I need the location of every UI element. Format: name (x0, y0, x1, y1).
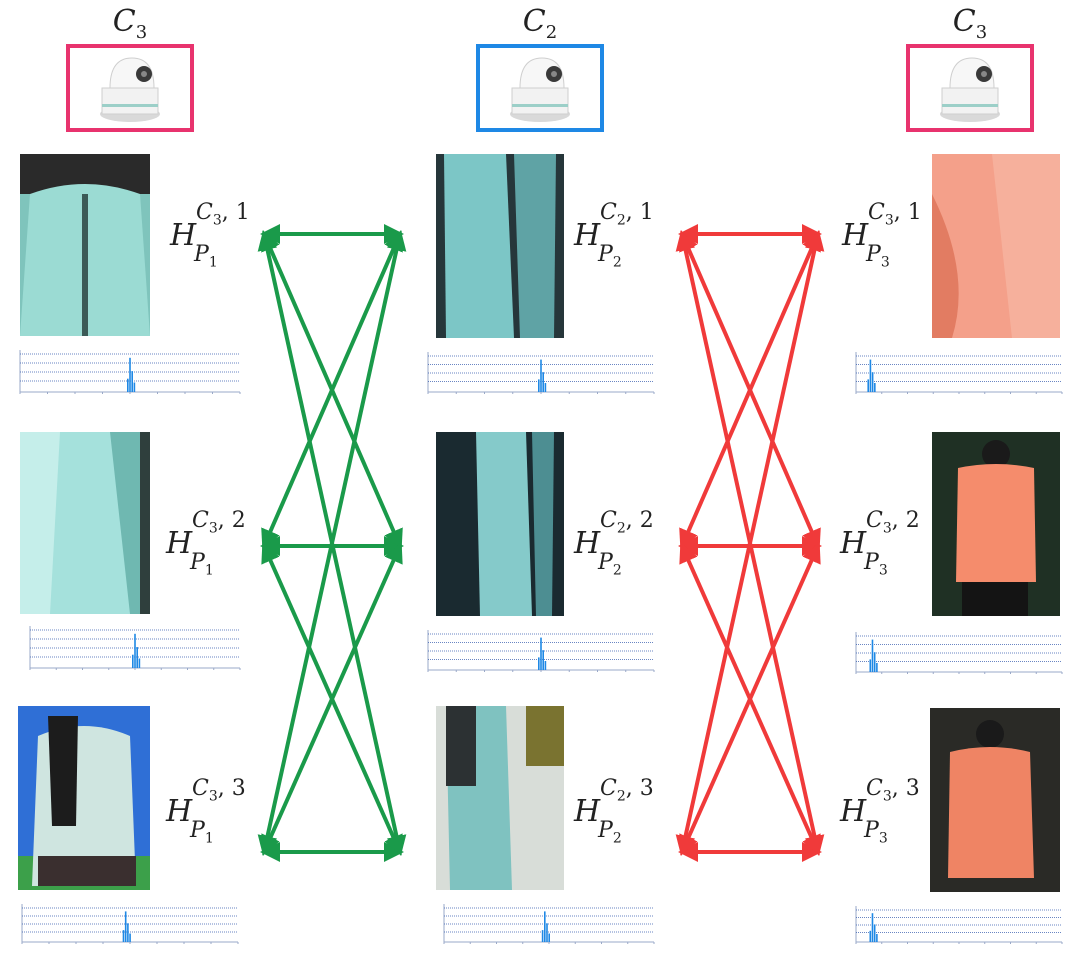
histogram-bar (542, 372, 544, 392)
histogram-bar (869, 931, 871, 942)
photo-p1-1 (20, 154, 150, 336)
histogram-p1-3 (8, 898, 242, 954)
arrows-left-network (252, 212, 416, 872)
camera-icon (480, 48, 600, 128)
label-h-c2-3-p2: H C2, 3 P2 (574, 776, 684, 856)
histogram-bar (870, 360, 872, 392)
histogram-p3-3 (842, 900, 1066, 954)
camera-box-right (906, 44, 1034, 132)
histogram-bar (546, 923, 548, 942)
histogram-bar (127, 379, 129, 392)
label-h-c3-2-p3: H C3, 2 P3 (840, 508, 950, 588)
label-h-c2-1-p2: H C2, 1 P2 (574, 200, 684, 280)
histogram-bar (542, 930, 544, 942)
histogram-p1-1 (6, 344, 244, 404)
histogram-bar (123, 930, 125, 942)
histogram-bar (545, 383, 547, 392)
label-h-c3-2-p1: H C3, 2 P1 (166, 508, 276, 588)
camera-label-left: C3 (60, 4, 200, 43)
histogram-bar (538, 379, 540, 392)
label-h-c3-1-p3: H C3, 1 P3 (842, 200, 952, 280)
histogram-p2-3 (430, 898, 658, 954)
histogram-bar (129, 358, 131, 392)
camera-label-right: C3 (900, 4, 1040, 43)
histogram-axis (856, 906, 1062, 942)
photo-p2-2 (436, 432, 564, 616)
histogram-bar (134, 383, 136, 393)
histogram-axis (856, 632, 1062, 672)
photo-p2-1 (436, 154, 564, 338)
histogram-bar (132, 655, 134, 668)
histogram-bar (125, 911, 127, 942)
histogram-bar (129, 934, 131, 943)
histogram-bar (136, 647, 138, 668)
photo-p1-2 (20, 432, 150, 614)
label-h-c3-3-p3: H C3, 3 P3 (840, 776, 950, 856)
photo-p2-3 (436, 706, 564, 890)
histogram-bar (545, 661, 547, 670)
histogram-p3-2 (842, 626, 1066, 684)
histogram-bar (538, 657, 540, 670)
histogram-p1-2 (16, 620, 244, 680)
histogram-bar (874, 652, 876, 672)
camera-icon (910, 48, 1030, 128)
photo-p1-3 (18, 706, 150, 890)
label-h-c3-1-p1: H C3, 1 P1 (170, 200, 280, 280)
histogram-bar (876, 934, 878, 942)
histogram-bar (131, 371, 133, 392)
histogram-p2-1 (414, 346, 658, 404)
camera-icon (70, 48, 190, 128)
histogram-bar (872, 640, 874, 672)
histogram-bar (874, 924, 876, 942)
histogram-bar (869, 659, 871, 672)
camera-box-left (66, 44, 194, 132)
label-h-c3-3-p1: H C3, 3 P1 (166, 776, 276, 856)
histogram-bar (872, 372, 874, 392)
histogram-p2-2 (414, 624, 658, 682)
histogram-bar (874, 383, 876, 392)
histogram-p3-1 (842, 346, 1066, 404)
histogram-bar (540, 638, 542, 670)
histogram-axis (856, 352, 1062, 392)
histogram-bar (540, 360, 542, 392)
histogram-bar (876, 663, 878, 672)
camera-box-center (476, 44, 604, 132)
photo-p3-2 (932, 432, 1060, 616)
histogram-bar (127, 923, 129, 942)
camera-label-center: C2 (470, 4, 610, 43)
label-h-c2-2-p2: H C2, 2 P2 (574, 508, 684, 588)
histogram-bar (548, 934, 550, 943)
histogram-bar (544, 911, 546, 942)
histogram-bar (542, 650, 544, 670)
arrows-right-network (670, 212, 834, 872)
histogram-bar (867, 379, 869, 392)
histogram-bar (139, 659, 141, 669)
histogram-bar (134, 634, 136, 668)
histogram-bar (872, 913, 874, 942)
